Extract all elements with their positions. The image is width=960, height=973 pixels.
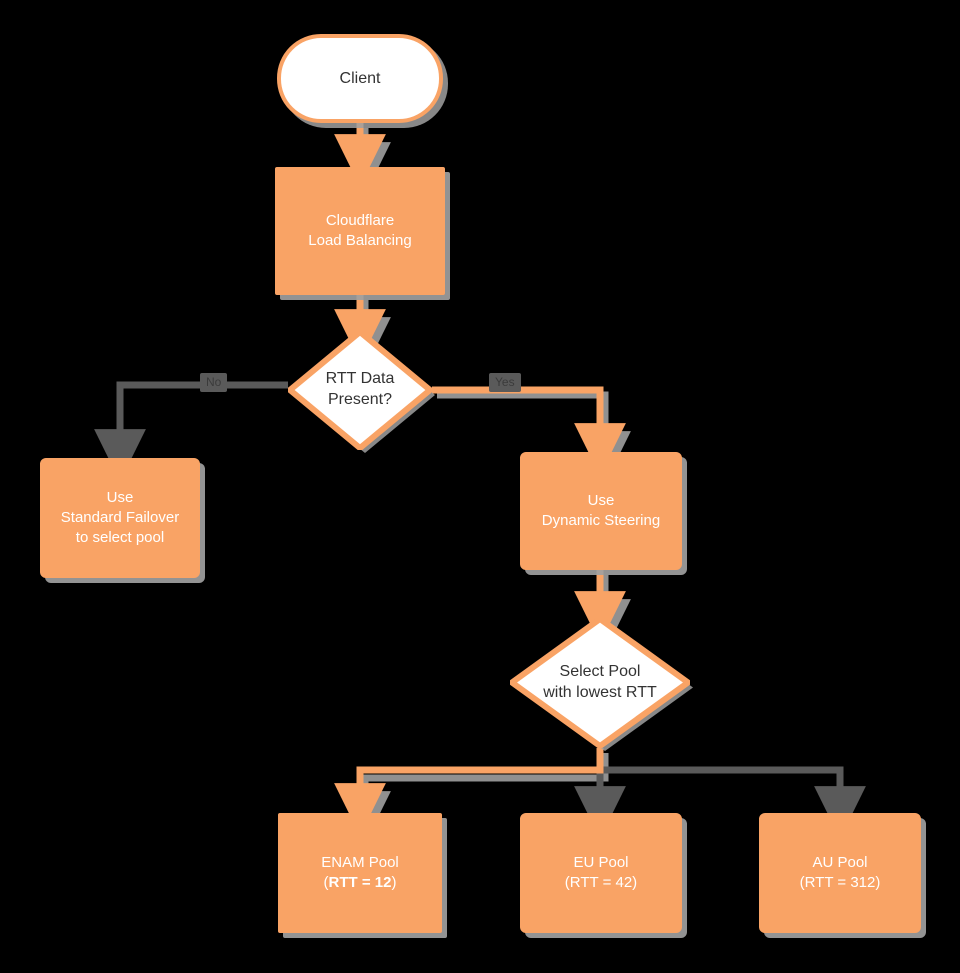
node-au-pool-rtt: (RTT = 312) xyxy=(799,874,881,891)
node-rtt-data-present-label: RTT Data Present? xyxy=(288,330,432,450)
node-select-pool-line2: with lowest RTT xyxy=(543,683,657,701)
node-select-pool-line1: Select Pool xyxy=(559,662,641,680)
node-rtt-line2: Present? xyxy=(327,391,393,408)
node-enam-pool[interactable]: ENAM Pool (RTT = 12) xyxy=(278,813,442,933)
node-select-pool[interactable]: Select Pool with lowest RTT xyxy=(510,617,693,751)
select-pool-shape xyxy=(510,617,690,748)
node-standard-failover-line1: Use xyxy=(106,489,134,507)
enam-rtt-prefix: ( xyxy=(323,874,329,891)
node-dynamic-steering[interactable]: Use Dynamic Steering xyxy=(520,452,682,570)
node-rtt-data-present[interactable]: RTT Data Present? xyxy=(288,330,435,453)
node-eu-pool-name: EU Pool xyxy=(573,854,629,872)
enam-rtt-value: RTT = 12 xyxy=(328,874,392,891)
node-standard-failover-line3: to select pool xyxy=(75,528,165,546)
edge-label-no: No xyxy=(200,373,228,393)
enam-rtt-suffix: ) xyxy=(391,874,397,891)
node-load-balancing[interactable]: Cloudflare Load Balancing xyxy=(275,167,445,295)
node-load-balancing-line1: Cloudflare xyxy=(325,212,395,230)
node-dynamic-steering-line2: Dynamic Steering xyxy=(541,512,661,529)
node-client[interactable]: Client xyxy=(277,34,443,123)
node-au-pool[interactable]: AU Pool (RTT = 312) xyxy=(759,813,921,933)
node-enam-pool-rtt: (RTT = 12) xyxy=(324,873,397,893)
edge-label-yes: Yes xyxy=(489,373,521,393)
node-dynamic-steering-line1: Use xyxy=(587,492,615,510)
node-au-pool-name: AU Pool xyxy=(812,854,868,872)
node-client-label: Client xyxy=(339,69,381,87)
node-eu-pool[interactable]: EU Pool (RTT = 42) xyxy=(520,813,682,933)
node-enam-pool-name: ENAM Pool xyxy=(321,854,399,872)
node-load-balancing-line2: Load Balancing xyxy=(308,232,412,249)
inactive-edges xyxy=(94,381,866,839)
node-rtt-line1: RTT Data xyxy=(325,370,395,388)
node-select-pool-label: Select Pool with lowest RTT xyxy=(510,617,690,748)
rtt-decision-shape xyxy=(288,330,432,450)
node-standard-failover-line2: Standard Failover xyxy=(60,509,180,527)
node-standard-failover[interactable]: Use Standard Failover to select pool xyxy=(40,458,200,578)
node-eu-pool-rtt: (RTT = 42) xyxy=(564,874,638,891)
